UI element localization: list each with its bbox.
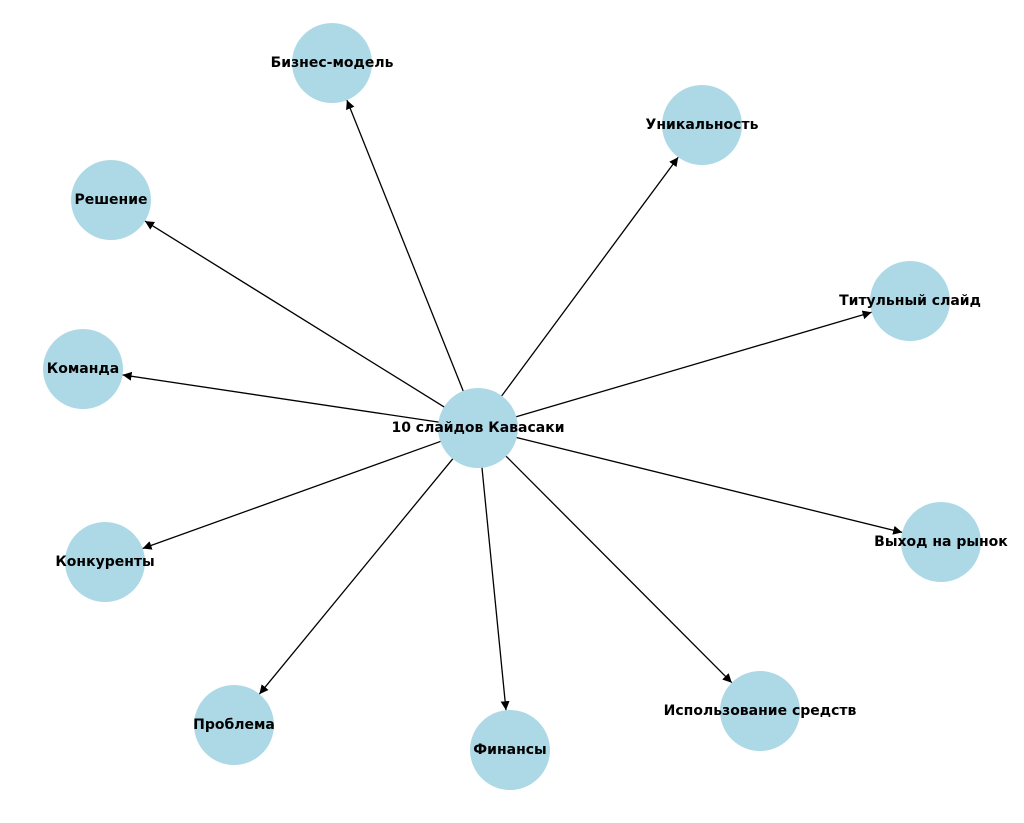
edge-center-to-competitors: [142, 440, 443, 550]
node-label-competitors: Конкуренты: [55, 554, 154, 570]
edge-center-to-solution: [144, 220, 447, 409]
node-label-center: 10 слайдов Кавасаки: [391, 420, 564, 436]
edge-center-to-problem: [258, 456, 455, 695]
edge-center-to-uniqueness: [500, 156, 679, 398]
node-label-finance: Финансы: [473, 742, 546, 758]
node-label-team: Команда: [47, 361, 119, 377]
node-problem: Проблема: [193, 685, 275, 765]
node-label-problem: Проблема: [193, 717, 275, 733]
node-circle-title-slide: [870, 261, 950, 341]
node-circle-center: [438, 388, 518, 468]
node-circle-go-to-market: [901, 502, 981, 582]
edge-center-to-use-of-funds: [504, 454, 733, 684]
nodes-layer: Бизнес-модельУникальностьРешениеТитульны…: [43, 23, 1008, 790]
edge-center-to-finance: [481, 465, 510, 711]
node-solution: Решение: [71, 160, 151, 240]
node-competitors: Конкуренты: [55, 522, 155, 602]
node-team: Команда: [43, 329, 123, 409]
node-circle-uniqueness: [662, 85, 742, 165]
node-circle-use-of-funds: [720, 671, 800, 751]
node-center: 10 слайдов Кавасаки: [391, 388, 565, 468]
node-circle-problem: [194, 685, 274, 765]
edge-center-to-business-model: [346, 99, 465, 393]
node-uniqueness: Уникальность: [646, 85, 759, 165]
node-label-title-slide: Титульный слайд: [839, 293, 981, 309]
node-business-model: Бизнес-модель: [271, 23, 394, 103]
node-use-of-funds: Использование средств: [664, 671, 857, 751]
node-label-business-model: Бизнес-модель: [271, 55, 394, 71]
node-label-go-to-market: Выход на рынок: [874, 534, 1008, 550]
edge-center-to-title-slide: [514, 310, 872, 418]
node-circle-solution: [71, 160, 151, 240]
node-label-uniqueness: Уникальность: [646, 117, 759, 133]
node-circle-competitors: [65, 522, 145, 602]
node-finance: Финансы: [470, 710, 550, 790]
edge-center-to-team: [122, 371, 441, 424]
node-label-use-of-funds: Использование средств: [664, 703, 857, 719]
node-label-solution: Решение: [74, 192, 147, 208]
edges-layer: [122, 99, 903, 711]
node-go-to-market: Выход на рынок: [874, 502, 1008, 582]
node-circle-finance: [470, 710, 550, 790]
edge-center-to-go-to-market: [514, 436, 903, 535]
node-title-slide: Титульный слайд: [839, 261, 981, 341]
node-circle-business-model: [292, 23, 372, 103]
node-circle-team: [43, 329, 123, 409]
